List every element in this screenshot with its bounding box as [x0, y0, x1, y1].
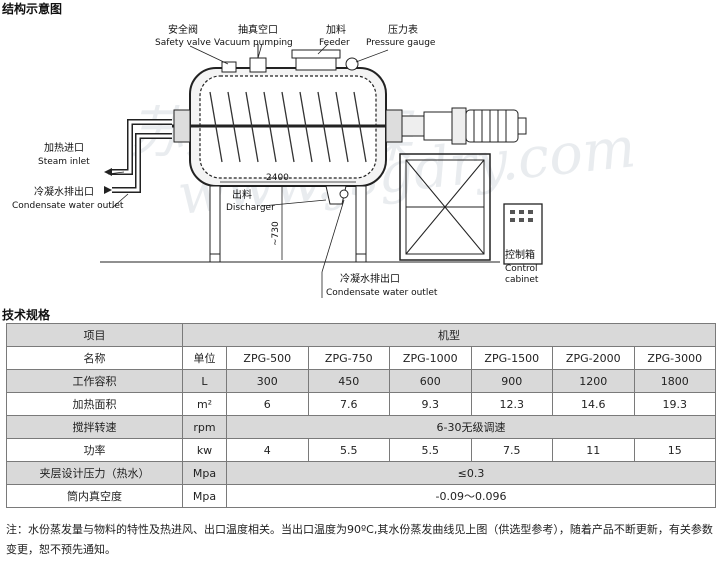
table-header-row: 项目 机型: [6, 323, 716, 347]
row-value-cell: 12.3: [470, 392, 553, 416]
row-value-cell: 1800: [633, 369, 716, 393]
row-name-cell: 搅拌转速: [6, 415, 183, 439]
row-merged-value-cell: 6-30无级调速: [226, 415, 716, 439]
diagram-section-title: 结构示意图: [2, 2, 63, 16]
row-value-cell: ZPG-1000: [389, 346, 472, 370]
discharger-label-en: Discharger: [226, 203, 275, 213]
footnote: 注：水份蒸发量与物料的特性及热进风、出口温度相关。当出口温度为90ºC,其水份蒸…: [6, 523, 713, 556]
steam-inlet-label-en: Steam inlet: [38, 157, 90, 167]
table-row: 夹层设计压力（热水）Mpa≤0.3: [6, 461, 716, 485]
row-unit-cell: m²: [182, 392, 227, 416]
row-value-cell: 6: [226, 392, 309, 416]
row-unit-cell: Mpa: [182, 484, 227, 508]
dimension-730: ~730: [271, 221, 281, 246]
row-value-cell: 9.3: [389, 392, 472, 416]
row-unit-cell: Mpa: [182, 461, 227, 485]
row-value-cell: 7.5: [470, 438, 553, 462]
row-name-cell: 功率: [6, 438, 183, 462]
row-unit-cell: L: [182, 369, 227, 393]
discharger-label: 出料: [232, 188, 252, 201]
pressure-gauge-label: 压力表: [388, 23, 418, 36]
row-value-cell: 1200: [552, 369, 635, 393]
control-cabinet-label-en2: cabinet: [505, 275, 539, 285]
condensate-outlet-bottom-label: 冷凝水排出口: [340, 272, 400, 285]
row-value-cell: 900: [470, 369, 553, 393]
row-name-cell: 名称: [6, 346, 183, 370]
header-model-cell: 机型: [182, 323, 716, 347]
feeder-label: 加料: [326, 23, 346, 36]
condensate-outlet-left-label-en: Condensate water outlet: [12, 201, 124, 211]
row-unit-cell: rpm: [182, 415, 227, 439]
row-value-cell: ZPG-3000: [633, 346, 716, 370]
row-name-cell: 筒内真空度: [6, 484, 183, 508]
row-value-cell: 11: [552, 438, 635, 462]
condensate-outlet-bottom-label-en: Condensate water outlet: [326, 288, 438, 298]
row-value-cell: ZPG-500: [226, 346, 309, 370]
header-item-cell: 项目: [6, 323, 183, 347]
row-name-cell: 夹层设计压力（热水）: [6, 461, 183, 485]
row-value-cell: 5.5: [389, 438, 472, 462]
condensate-outlet-left-label: 冷凝水排出口: [34, 185, 94, 198]
dimension-2400: 2400: [266, 173, 289, 183]
row-value-cell: 14.6: [552, 392, 635, 416]
row-value-cell: 5.5: [307, 438, 390, 462]
row-value-cell: 300: [226, 369, 309, 393]
control-cabinet-label-en1: Control: [505, 264, 538, 274]
row-merged-value-cell: -0.09～0.096: [226, 484, 716, 508]
row-value-cell: ZPG-1500: [470, 346, 553, 370]
spec-section-title: 技术规格: [2, 308, 51, 322]
vacuum-port-label: 抽真空口: [238, 23, 278, 36]
control-cabinet-label: 控制箱: [505, 248, 535, 261]
row-name-cell: 加热面积: [6, 392, 183, 416]
row-unit-cell: kw: [182, 438, 227, 462]
row-unit-cell: 单位: [182, 346, 227, 370]
row-value-cell: 19.3: [633, 392, 716, 416]
row-value-cell: 600: [389, 369, 472, 393]
safety-valve-label: 安全阀: [168, 23, 198, 36]
feeder-label-en: Feeder: [319, 38, 350, 48]
row-value-cell: 4: [226, 438, 309, 462]
safety-valve-label-en: Safety valve: [155, 38, 211, 48]
row-value-cell: 450: [307, 369, 390, 393]
row-merged-value-cell: ≤0.3: [226, 461, 716, 485]
row-name-cell: 工作容积: [6, 369, 183, 393]
steam-inlet-label: 加热进口: [44, 141, 84, 154]
row-value-cell: 7.6: [307, 392, 390, 416]
row-value-cell: ZPG-2000: [552, 346, 635, 370]
row-value-cell: 15: [633, 438, 716, 462]
pressure-gauge-label-en: Pressure gauge: [366, 38, 436, 48]
row-value-cell: ZPG-750: [307, 346, 390, 370]
vacuum-port-label-en: Vacuum pumping: [214, 38, 293, 48]
structure-diagram: 苏州 干燥 www.jsgdry.com: [0, 14, 724, 304]
